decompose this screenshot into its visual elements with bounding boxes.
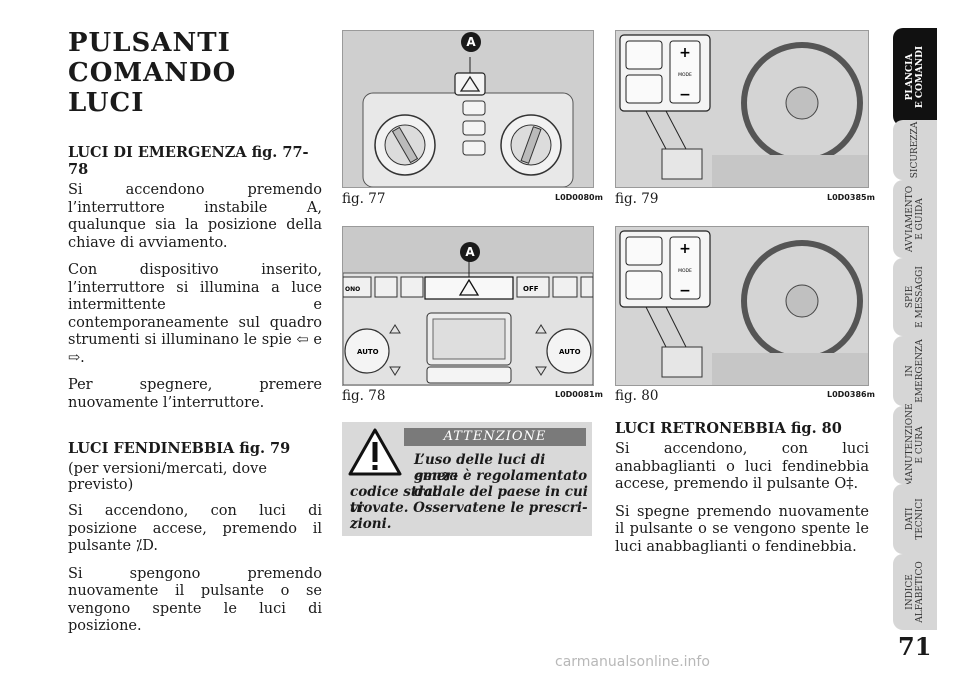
warning-box: ATTENZIONE L’uso delle luci di emer- gen… xyxy=(342,422,592,536)
figure-80-code: L0D0386m xyxy=(827,390,875,399)
figure-79-caption: fig. 79 xyxy=(615,191,659,207)
fog-paragraph-2: Si spengono premendo nuovamente il pulsa… xyxy=(68,565,322,635)
figure-77-code: L0D0080m xyxy=(555,193,603,202)
dashboard-fog-illustration: + − MODE xyxy=(616,31,868,187)
figure-79-code: L0D0385m xyxy=(827,193,875,202)
rear-fog-heading: LUCI RETRONEBBIA fig. 80 xyxy=(615,420,842,437)
svg-text:+: + xyxy=(679,241,691,257)
svg-text:+: + xyxy=(679,45,691,61)
fog-subheading: (per versioni/mercati, dove previsto) xyxy=(68,461,267,493)
emergency-paragraph-2: Con dispositivo inserito, l’interruttore… xyxy=(68,262,322,366)
tab-sicurezza[interactable]: SICUREZZA xyxy=(893,120,937,180)
emergency-heading: LUCI DI EMERGENZA fig. 77-78 xyxy=(68,144,309,178)
page-number: 71 xyxy=(898,632,932,661)
watermark: carmanualsonline.info xyxy=(555,654,710,670)
svg-text:A: A xyxy=(465,245,475,259)
figure-77-climate-knobs: A xyxy=(342,30,594,188)
fog-paragraph-1: Si accendono, con luci di posizione acce… xyxy=(68,503,322,554)
climate-panel-illustration xyxy=(343,31,593,187)
rear-fog-paragraph-2: Si spegne premendo nuovamente il pulsant… xyxy=(615,503,869,555)
page-title: PULSANTI COMANDO LUCI xyxy=(68,28,237,118)
svg-text:−: − xyxy=(679,283,691,299)
svg-text:A: A xyxy=(466,35,476,49)
text-column-right: LUCI RETRONEBBIA fig. 80 Si accendono, c… xyxy=(615,420,869,566)
svg-text:AUTO: AUTO xyxy=(559,348,581,356)
svg-text:MODE: MODE xyxy=(678,72,692,78)
figure-80-caption: fig. 80 xyxy=(615,388,659,404)
callout-badge-a: A xyxy=(460,242,480,262)
fog-heading: LUCI FENDINEBBIA fig. 79 xyxy=(68,440,291,457)
warning-triangle-icon xyxy=(348,428,402,476)
callout-badge-a: A xyxy=(461,32,481,52)
figure-78-caption: fig. 78 xyxy=(342,388,386,404)
text-column-left: PULSANTI COMANDO LUCI LUCI DI EMERGENZA … xyxy=(68,28,322,646)
figure-77-caption: fig. 77 xyxy=(342,191,386,207)
warning-tag: ATTENZIONE xyxy=(404,428,586,446)
svg-text:ONO: ONO xyxy=(345,286,360,293)
emergency-paragraph-1: Si accendono premendo l’interruttore ins… xyxy=(68,182,322,251)
rear-fog-paragraph-1: Si accendono, con luci anabbaglianti o l… xyxy=(615,441,869,492)
figure-80-rear-fog-switch: + − MODE xyxy=(615,226,869,386)
emergency-paragraph-3: Per spegnere, premere nuovamente l’inter… xyxy=(68,377,322,411)
svg-text:MODE: MODE xyxy=(678,268,692,274)
dashboard-rearfog-illustration: + − MODE xyxy=(616,227,868,385)
figure-79-fog-light-switch: + − MODE xyxy=(615,30,869,188)
figure-78-code: L0D0081m xyxy=(555,390,603,399)
svg-text:OFF: OFF xyxy=(523,285,539,293)
svg-text:−: − xyxy=(679,87,691,103)
svg-text:AUTO: AUTO xyxy=(357,348,379,356)
figure-78-auto-climate: ONO OFF AUTO AUTO A xyxy=(342,226,594,386)
